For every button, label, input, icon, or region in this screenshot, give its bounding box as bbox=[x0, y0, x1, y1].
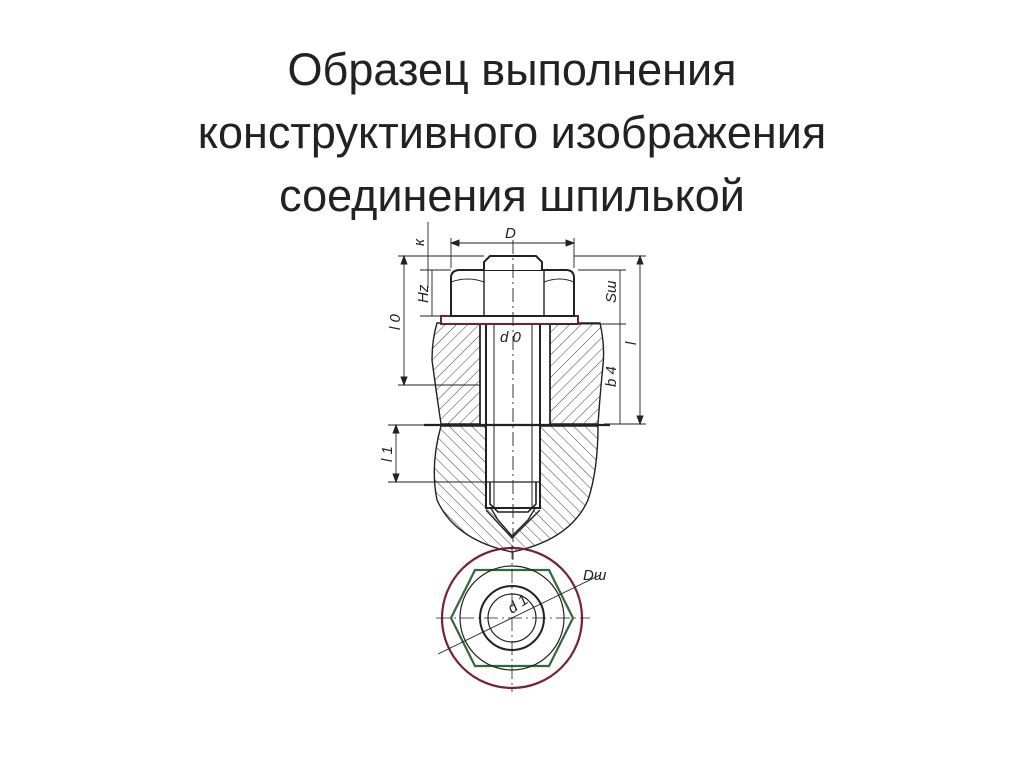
stud-top bbox=[483, 255, 543, 270]
label-Hz: Hz bbox=[415, 284, 432, 303]
hole-bottom-cone bbox=[485, 509, 541, 540]
title-line-1: Образец выполнения bbox=[287, 44, 737, 96]
top-view bbox=[436, 545, 601, 692]
label-k: к bbox=[411, 238, 428, 246]
upper-plate-right bbox=[549, 322, 605, 425]
upper-plate-left bbox=[431, 322, 481, 425]
label-Sw: Sш bbox=[603, 280, 620, 303]
label-l1: l 1 bbox=[379, 446, 396, 462]
dimensions bbox=[388, 222, 646, 484]
label-l0: l 0 bbox=[387, 314, 404, 331]
nut bbox=[450, 269, 575, 317]
slide-title: Образец выполнения конструктивного изобр… bbox=[0, 38, 1024, 227]
label-D: D bbox=[505, 225, 516, 242]
label-b4: b 4 bbox=[603, 366, 620, 387]
dw-leader bbox=[437, 574, 601, 655]
label-d1: d 1 bbox=[505, 591, 532, 617]
section-view bbox=[424, 240, 610, 560]
nut-hexagon bbox=[449, 568, 575, 668]
title-line-3: соединения шпилькой bbox=[279, 170, 745, 222]
washer bbox=[440, 315, 579, 325]
title-line-2: конструктивного изображения bbox=[197, 107, 827, 159]
label-Dw: Dш bbox=[583, 567, 607, 584]
label-d0: d 0 bbox=[500, 329, 522, 346]
label-l: l bbox=[623, 341, 640, 345]
